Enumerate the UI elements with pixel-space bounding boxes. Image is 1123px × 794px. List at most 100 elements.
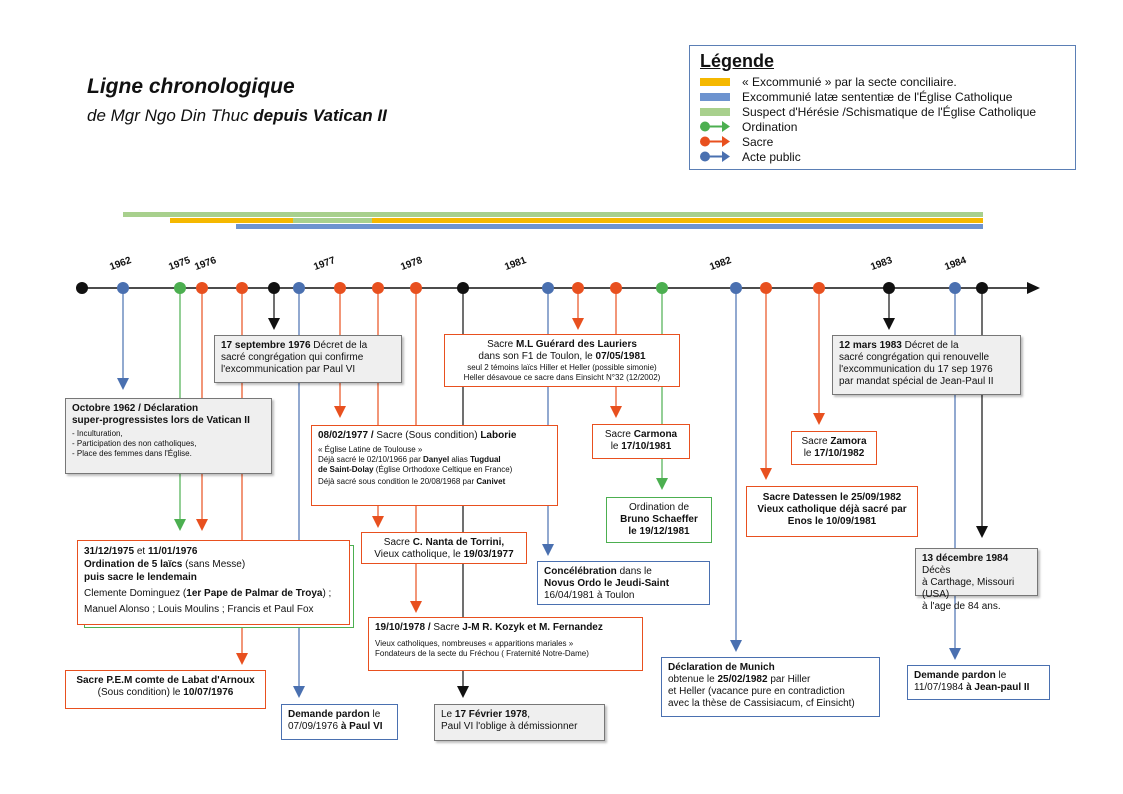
- box-line: 17 septembre 1976 Décret de la: [221, 340, 395, 352]
- box-line: Sacre M.L Guérard des Lauriers: [451, 339, 673, 351]
- legend-item-excommunie-latae: Excommunié latæ sententiæ de l'Église Ca…: [700, 89, 1012, 104]
- text-span: le: [995, 670, 1007, 681]
- text-span: et Heller (vacance pure en contradiction: [668, 686, 845, 697]
- text-span: Laborie: [480, 430, 517, 441]
- box-line: Sacre Zamora: [798, 436, 870, 448]
- text-span: de Saint-Dolay: [318, 465, 374, 474]
- event-box-labat: Sacre P.E.M comte de Labat d'Arnoux (Sou…: [65, 670, 266, 709]
- text-span: 17/10/1982: [814, 448, 865, 459]
- text-span: obtenue le: [668, 674, 718, 685]
- text-span: Sacre Datessen le 25/09/1982: [762, 492, 902, 503]
- text-span: - Inculturation,: [72, 429, 123, 438]
- text-span: l'excommunication du 17 sep 1976: [839, 364, 993, 375]
- legend-item-excommunie-conciliaire: « Excommunié » par la secte conciliaire.: [700, 74, 957, 89]
- text-span: - Place des femmes dans l'Église.: [72, 449, 192, 458]
- legend-label: Excommunié latæ sententiæ de l'Église Ca…: [742, 89, 1013, 104]
- text-span: Sacre P.E.M comte de Labat d'Arnoux: [76, 675, 255, 686]
- text-span: Décret de la: [901, 340, 959, 351]
- text-span: dans le: [616, 566, 652, 577]
- text-span: Sacre: [801, 436, 831, 447]
- text-span: Paul VI l'oblige à démissionner: [441, 721, 578, 732]
- text-span: Ordination de 5 laïcs: [84, 559, 183, 570]
- text-span: 11/01/1976: [147, 546, 198, 557]
- legend-item-sacre: Sacre: [700, 134, 773, 149]
- text-span: Manuel Alonso ; Louis Moulins ; Francis …: [84, 604, 314, 615]
- text-span: Vieux catholiques, nombreuses « appariti…: [375, 639, 574, 648]
- text-span: 31/12/1975: [84, 546, 135, 557]
- legend-item-ordination: Ordination: [700, 119, 797, 134]
- text-span: 17 septembre 1976: [221, 340, 311, 351]
- box-line: dans son F1 de Toulon, le 07/05/1981: [451, 351, 673, 363]
- box-line: Enos le 10/09/1981: [753, 516, 911, 528]
- text-span: 11/07/1984: [914, 682, 967, 693]
- text-span: Vieux catholique déjà sacré par: [757, 504, 907, 515]
- box-line: Concélébration dans le: [544, 566, 703, 578]
- box-line: Déjà sacré sous condition le 20/08/1968 …: [318, 477, 551, 487]
- text-span: le 19/12/1981: [628, 526, 690, 537]
- event-box-munich: Déclaration de Munich obtenue le 25/02/1…: [661, 657, 880, 717]
- blue-arrow-icon: [700, 151, 730, 162]
- box-line: super-progressistes lors de Vatican II: [72, 415, 265, 427]
- event-box-deces-1984: 13 décembre 1984 Décès à Carthage, Misso…: [915, 548, 1038, 612]
- text-span: 07/09/1976: [288, 721, 341, 732]
- box-line: 31/12/1975 et 11/01/1976: [84, 545, 343, 558]
- box-line: Vieux catholique, le 19/03/1977: [368, 549, 520, 561]
- text-span: Le: [441, 709, 455, 720]
- page-subtitle: de Mgr Ngo Din Thuc depuis Vatican II: [87, 106, 387, 126]
- event-box-lauriers: Sacre M.L Guérard des Lauriers dans son …: [444, 334, 680, 387]
- box-line: de Saint-Dolay (Église Orthodoxe Celtiqu…: [318, 465, 551, 475]
- event-box-pardon-1984: Demande pardon le 11/07/1984 à Jean-paul…: [907, 665, 1050, 700]
- box-line: le 17/10/1981: [599, 441, 683, 453]
- text-span: Sacre: [487, 339, 516, 350]
- event-box-laborie: 08/02/1977 / Sacre (Sous condition) Labo…: [311, 425, 558, 506]
- band-suspect-gap: [293, 218, 372, 223]
- text-span: 13 décembre 1984: [922, 553, 1009, 564]
- text-span: à Jean-paul II: [966, 682, 1030, 693]
- text-span: à Paul VI: [340, 721, 383, 732]
- text-span: avec la thèse de Cassisiacum, cf Einsich…: [668, 698, 855, 709]
- text-span: Concélébration: [544, 566, 617, 577]
- text-span: 19/03/1977: [463, 549, 514, 560]
- text-span: puis sacre le lendemain: [84, 572, 197, 583]
- text-span: 17/10/1981: [621, 441, 672, 452]
- text-span: seul 2 témoins laïcs Hiller et Heller (p…: [467, 363, 657, 372]
- text-span: super-progressistes lors de Vatican II: [72, 415, 250, 426]
- box-line: puis sacre le lendemain: [84, 571, 343, 584]
- event-box-pardon-1976: Demande pardon le 07/09/1976 à Paul VI: [281, 704, 398, 740]
- event-box-kozyk: 19/10/1978 / Sacre J-M R. Kozyk et M. Fe…: [368, 617, 643, 671]
- box-line: Le 17 Février 1978,: [441, 709, 598, 721]
- green-arrow-icon: [700, 121, 730, 132]
- event-box-concelebration: Concélébration dans le Novus Ordo le Jeu…: [537, 561, 710, 605]
- text-span: Demande pardon: [914, 670, 996, 681]
- text-span: - Participation des non catholiques,: [72, 439, 197, 448]
- legend-label: Suspect d'Hérésie /Schismatique de l'Égl…: [742, 104, 1037, 119]
- text-span: Danyel: [422, 455, 450, 464]
- box-line: obtenue le 25/02/1982 par Hiller: [668, 674, 873, 686]
- box-line: Sacre P.E.M comte de Labat d'Arnoux: [72, 675, 259, 687]
- event-box-zamora: Sacre Zamora le 17/10/1982: [791, 431, 877, 465]
- subtitle-bold: depuis Vatican II: [253, 106, 387, 125]
- box-line: 07/09/1976 à Paul VI: [288, 721, 391, 733]
- event-box-datessen: Sacre Datessen le 25/09/1982 Vieux catho…: [746, 486, 918, 537]
- box-line: 08/02/1977 / Sacre (Sous condition) Labo…: [318, 430, 551, 442]
- legend-label: Ordination: [742, 119, 798, 134]
- legend-item-suspect: Suspect d'Hérésie /Schismatique de l'Égl…: [700, 104, 1036, 119]
- text-span: Clemente Dominguez (: [84, 588, 187, 599]
- event-box-schaeffer: Ordination de Bruno Schaeffer le 19/12/1…: [606, 497, 712, 543]
- band-excommunie-2: [372, 218, 983, 223]
- box-line: Déclaration de Munich: [668, 662, 873, 674]
- text-span: Demande pardon: [288, 709, 370, 720]
- text-span: (sans Messe): [182, 559, 246, 570]
- event-box-1975-ordination: 31/12/1975 et 11/01/1976 Ordination de 5…: [77, 540, 350, 625]
- band-latae: [236, 224, 983, 229]
- box-line: Sacre Datessen le 25/09/1982: [753, 492, 911, 504]
- text-span: Zamora: [830, 436, 867, 447]
- legend-label: « Excommunié » par la secte conciliaire.: [742, 74, 957, 89]
- text-span: Déjà sacré le 02/10/1966 par: [318, 455, 423, 464]
- yellow-swatch-icon: [700, 77, 730, 86]
- event-box-torrini: Sacre C. Nanta de Torrini, Vieux catholi…: [361, 532, 527, 564]
- legend-item-acte-public: Acte public: [700, 149, 801, 164]
- text-span: ) ;: [322, 588, 332, 599]
- text-span: Décret de la: [310, 340, 368, 351]
- text-span: 10/07/1976: [183, 687, 234, 698]
